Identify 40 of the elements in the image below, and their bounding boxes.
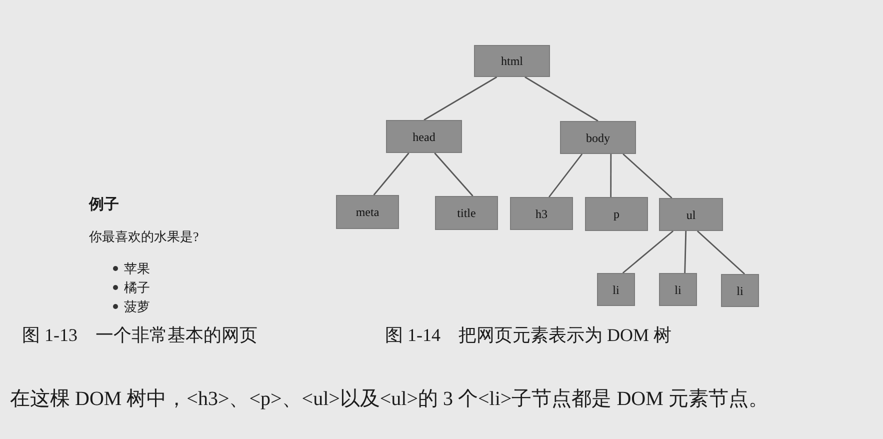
list-item-text: 苹果 — [124, 261, 150, 277]
tree-connector-line — [434, 152, 474, 196]
element-node — [585, 197, 648, 231]
node-label: li — [674, 284, 682, 296]
figure-caption: 图 1-14 把网页元素表示为 DOM 树 — [385, 325, 672, 347]
tree-connector-line — [696, 230, 746, 275]
node-label: body — [586, 132, 610, 144]
tree-connector-line — [548, 154, 583, 198]
list-item-text: 菠萝 — [124, 299, 150, 315]
tree-connector-line — [610, 154, 612, 197]
node-label: ul — [686, 208, 696, 220]
element-node — [721, 274, 759, 307]
tree-connector-line — [524, 76, 598, 122]
element-node — [597, 273, 635, 306]
element-node — [386, 120, 462, 153]
tree-connector-line — [373, 152, 410, 196]
element-node — [474, 45, 550, 77]
element-node — [435, 196, 498, 230]
element-node — [560, 121, 636, 154]
element-node — [659, 198, 723, 231]
node-label: head — [412, 130, 436, 142]
body-paragraph: 在这棵 DOM 树中，<h3>、<p>、<ul>以及<ul>的 3 个<li>子节点都是 DOM 元素节点。 — [10, 387, 768, 411]
tree-connector-line — [424, 76, 498, 121]
node-label: html — [500, 55, 523, 67]
list-item-text: 橘子 — [124, 280, 150, 296]
element-node — [510, 197, 573, 230]
question-text: 你最喜欢的水果是? — [89, 229, 199, 245]
node-label: li — [736, 284, 744, 296]
element-node — [336, 195, 399, 229]
node-label: li — [612, 284, 620, 296]
node-label: meta — [356, 206, 380, 218]
example-heading: 例子 — [89, 196, 119, 214]
node-label: p — [614, 208, 620, 220]
tree-connector-line — [684, 230, 687, 274]
figure-caption: 图 1-13 一个非常基本的网页 — [22, 325, 258, 347]
element-node — [659, 273, 697, 306]
node-label: title — [457, 207, 476, 219]
tree-connector-line — [622, 153, 672, 199]
tree-connector-line — [622, 230, 674, 274]
node-label: h3 — [536, 208, 548, 220]
